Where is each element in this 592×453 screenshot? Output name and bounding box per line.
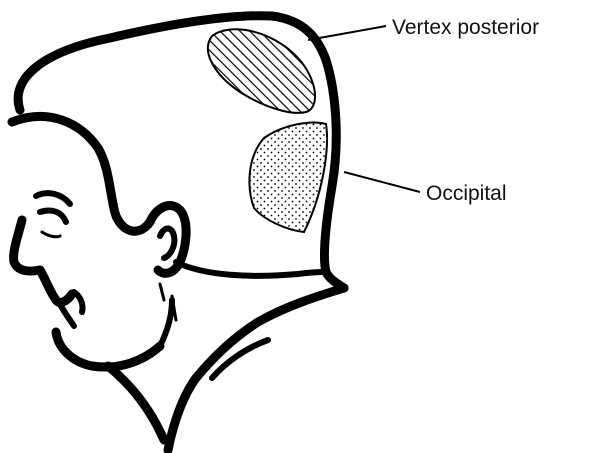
occipital-region [249, 123, 327, 232]
nape-outline [176, 262, 326, 276]
leader-occipital [344, 172, 420, 192]
label-vertex-posterior: Vertex posterior [392, 16, 539, 39]
label-occipital: Occipital [426, 182, 507, 205]
hairline-outline [12, 116, 150, 231]
leader-vertex-posterior [308, 26, 386, 40]
neck-outline [108, 288, 344, 450]
vertex-posterior-region [208, 29, 315, 113]
